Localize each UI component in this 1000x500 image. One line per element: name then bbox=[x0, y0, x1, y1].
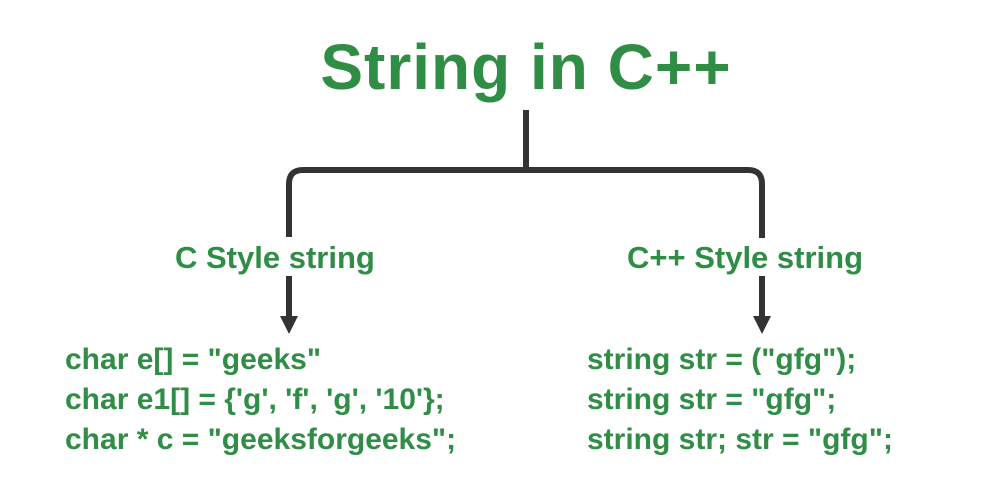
code-line: char e1[] = {'g', 'f', 'g', '10'}; bbox=[65, 383, 445, 416]
code-line: char e[] = "geeks" bbox=[65, 343, 322, 376]
cpp-style-examples: string str = ("gfg"); string str = "gfg"… bbox=[587, 340, 893, 460]
branch-bracket bbox=[286, 167, 765, 238]
code-line: char * c = "geeksforgeeks"; bbox=[65, 423, 457, 456]
c-style-examples: char e[] = "geeks" char e1[] = {'g', 'f'… bbox=[65, 340, 456, 460]
arrow-left-head bbox=[280, 316, 298, 334]
arrow-right-head bbox=[753, 316, 771, 334]
cpp-style-label: C++ Style string bbox=[627, 240, 864, 275]
c-style-label: C Style string bbox=[175, 240, 375, 275]
code-line: string str; str = "gfg"; bbox=[587, 423, 893, 456]
code-line: string str = "gfg"; bbox=[587, 383, 837, 416]
code-line: string str = ("gfg"); bbox=[587, 343, 857, 376]
diagram-title: String in C++ bbox=[320, 31, 732, 103]
